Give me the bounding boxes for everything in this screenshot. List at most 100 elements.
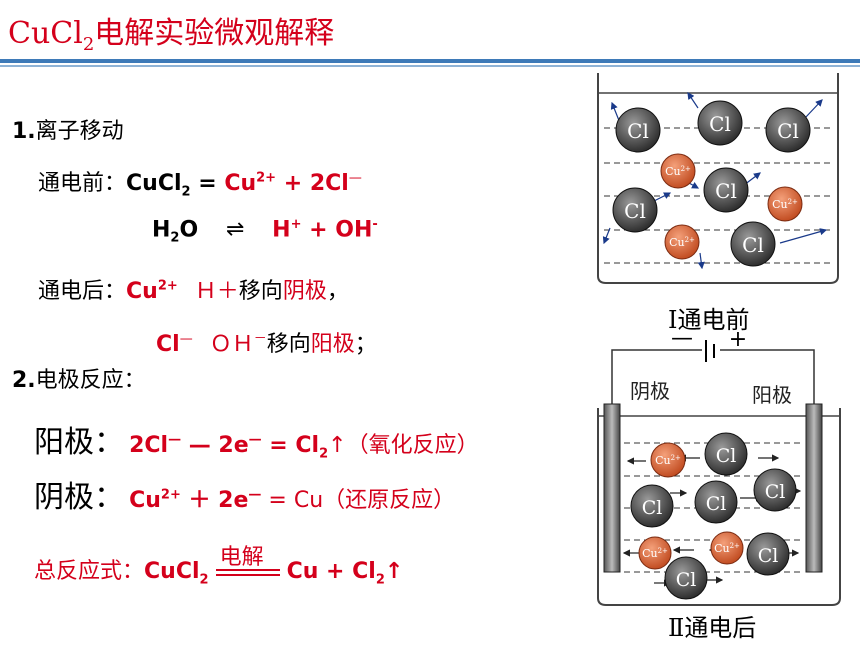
ion-cl: Cl <box>612 187 658 233</box>
total-label: 总反应式： <box>34 559 145 584</box>
anode-reaction: 阳极： 2Cl— — 2e— = Cl2↑（氧化反应） <box>34 417 479 461</box>
ion-cl: Cl <box>753 468 797 512</box>
after2-semicolon: ； <box>354 332 377 357</box>
before-cl-ion: + 2Cl <box>276 171 349 196</box>
after2-anode: 阳极 <box>310 332 355 357</box>
svg-text:Cl: Cl <box>627 119 649 143</box>
ion-cl: Cl <box>630 484 674 528</box>
diagram2-caption: Ⅱ通电后 <box>668 614 757 642</box>
title-formula: CuCl <box>8 16 83 51</box>
ion-cu: Cu2+ <box>638 536 672 570</box>
before-line: 通电前：CuCl2 = Cu2+ + 2Cl— <box>38 165 362 200</box>
ion-cu: Cu2+ <box>650 442 686 478</box>
total-lhs: CuCl <box>144 559 200 584</box>
after2-line: Cl— ＯＨ－移向阳极； <box>156 326 377 358</box>
cathode-eq-tail: = Cu（还原反应） <box>261 488 456 513</box>
ion-cl: Cl <box>704 432 748 476</box>
diagram1-caption: Ⅰ通电前 <box>668 306 750 334</box>
ion-cu: Cu2+ <box>660 153 696 189</box>
diagram-after: — + 阴极 阳极 Cu2+ Cl Cl Cl Cl Cu2+ Cu2+ Cl … <box>597 328 841 606</box>
after-move-text: 移向 <box>238 279 283 304</box>
svg-text:Cl: Cl <box>676 569 697 591</box>
before-label: 通电前： <box>38 171 127 196</box>
title-rule <box>0 59 860 63</box>
svg-text:Cl: Cl <box>777 119 799 143</box>
after-label: 通电后： <box>38 279 127 304</box>
water-h-charge: + <box>290 217 302 232</box>
water-o: O <box>179 217 199 243</box>
anode-eq-part3: = Cl <box>261 433 320 458</box>
after-cu-charge: 2+ <box>157 278 178 294</box>
svg-text:Cl: Cl <box>624 199 646 223</box>
equilibrium-arrow-icon: ⇌ <box>225 217 245 243</box>
cathode-eq-sup2: — <box>248 487 262 503</box>
before-subscript: 2 <box>181 184 191 200</box>
anode-eq-tail: ↑（氧化反应） <box>328 433 479 458</box>
before-cu-ion: Cu <box>224 171 257 196</box>
after2-oh-ion: ＯＨ <box>209 332 254 357</box>
water-h: H <box>152 217 171 243</box>
cathode-eq-part2: ＋ 2e <box>180 488 249 513</box>
ion-cl: Cl <box>664 556 708 600</box>
beaker-outline <box>597 73 839 284</box>
after2-cl-ion: Cl <box>156 332 180 357</box>
beaker-outline <box>597 408 841 606</box>
wire-right <box>720 349 815 404</box>
after-comma: ， <box>326 279 349 304</box>
ion-cu: Cu2+ <box>664 224 700 260</box>
wire-left <box>611 349 702 404</box>
ion-cu: Cu2+ <box>710 531 744 565</box>
before-cu-charge: 2+ <box>256 170 277 186</box>
svg-text:Cl: Cl <box>765 481 786 503</box>
water-h-ion: H <box>272 217 291 243</box>
svg-text:Cl: Cl <box>706 493 727 515</box>
cathode-equation: Cu2+ ＋ 2e— = Cu（还原反应） <box>129 488 455 513</box>
anode-eq-sup1: — <box>168 432 182 448</box>
anode-electrode <box>805 403 823 573</box>
diagram-before: Cl Cl Cl Cu2+ Cl Cu2+ Cl Cu2+ Cl <box>597 73 839 284</box>
electrolysis-arrow: 电解 <box>215 545 280 583</box>
section2-label: 电极反应： <box>35 368 146 393</box>
section2-number: 2. <box>12 368 36 393</box>
ion-cl: Cl <box>730 221 776 267</box>
cathode-electrode <box>603 403 621 573</box>
title-text: 电解实验微观解释 <box>94 16 335 51</box>
section1-heading: 1.离子移动 <box>12 113 124 145</box>
svg-text:Cl: Cl <box>709 112 731 136</box>
ion-cl: Cl <box>697 100 743 146</box>
page-title: CuCl2电解实验微观解释 <box>8 8 334 55</box>
cathode-reaction: 阴极： Cu2+ ＋ 2e— = Cu（还原反应） <box>34 472 455 516</box>
anode-eq-sub: 2 <box>319 446 329 462</box>
before-cl-charge: — <box>348 170 362 186</box>
svg-text:Cl: Cl <box>742 233 764 257</box>
water-oh-ion: + OH <box>301 217 373 243</box>
after2-oh-charge: － <box>253 331 267 347</box>
total-rhs-arrow: ↑ <box>384 559 404 584</box>
total-rhs: Cu + Cl <box>286 559 376 584</box>
title-subscript: 2 <box>82 34 95 55</box>
double-line-bottom <box>215 574 280 576</box>
water-oh-charge: - <box>372 217 378 232</box>
ion-cl: Cl <box>703 167 749 213</box>
ion-cu: Cu2+ <box>767 186 803 222</box>
cathode-label: 阴极 <box>630 379 670 403</box>
water-subscript: 2 <box>170 230 180 246</box>
after2-cl-charge: — <box>179 331 193 347</box>
ion-cl: Cl <box>765 107 811 153</box>
after2-move-text: 移向 <box>266 332 311 357</box>
svg-text:Cl: Cl <box>758 545 779 567</box>
section1-number: 1. <box>12 119 36 144</box>
anode-label: 阳极： <box>34 425 124 460</box>
before-equals: = <box>190 171 225 196</box>
cathode-label: 阴极： <box>34 480 124 515</box>
anode-eq-sup2: — <box>248 432 262 448</box>
anode-eq-part2: — 2e <box>181 433 249 458</box>
ion-cl: Cl <box>746 532 790 576</box>
total-lhs-sub: 2 <box>199 572 209 588</box>
after-cathode: 阴极 <box>282 279 327 304</box>
double-line-top <box>215 569 280 571</box>
svg-text:Cl: Cl <box>642 497 663 519</box>
section2-heading: 2.电极反应： <box>12 362 146 394</box>
total-condition: 电解 <box>219 545 264 570</box>
after-line: 通电后：Cu2+ Ｈ＋移向阴极， <box>38 273 349 305</box>
